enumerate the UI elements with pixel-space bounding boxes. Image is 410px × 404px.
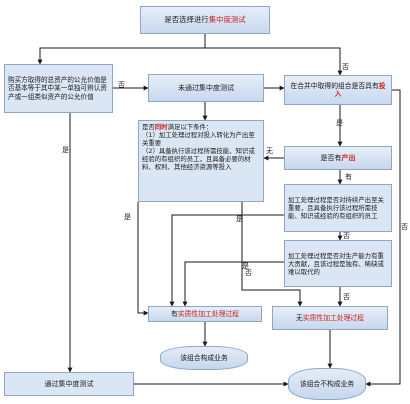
notpass-test-box: 未通过集中度测试 — [148, 74, 264, 102]
process-capacity-box: 加工处理过程是否对生产能力有重大贡献，且该过程是独有、稀缺或难以取代的 — [284, 240, 392, 287]
top-highlight: 集中度测试 — [208, 15, 246, 25]
label-yes-conditions: 是 — [124, 213, 131, 221]
label-no-top: 否 — [342, 63, 349, 71]
label-yes-input: 是 — [336, 119, 343, 127]
asset-fair-value-box: 购买方取得的总资产的公允价值是否基本等于其中某一单独可辨认资产或一组类似资产的公… — [4, 64, 113, 113]
label-no-process2: 否 — [343, 293, 350, 301]
substantive-process-no-box: 无实质性加工处理过程 — [272, 306, 388, 330]
label-none-output: 无 — [266, 147, 273, 155]
edge-process1-to-subyes — [169, 214, 284, 307]
label-no-process1: 否 — [343, 232, 350, 240]
subno-highlight: 实质性加工处理过程 — [302, 313, 364, 322]
output-highlight: 产出 — [341, 153, 356, 162]
top-text: 是否选择进行 — [164, 15, 209, 25]
conditions-box: 是否同时满足以下条件： （1）加工处理过程对投入转化为产出至关重要 （2）具备执… — [138, 120, 264, 202]
edge-input-to-notbusiness — [365, 89, 401, 387]
subno-prefix: 无 — [296, 313, 303, 322]
edge-top-split — [37, 34, 206, 65]
notpass-text: 未通过 — [178, 83, 199, 92]
substantive-process-yes-box: 有实质性加工处理过程 — [148, 306, 262, 322]
edge-conditions-to-subyes — [137, 202, 149, 316]
label-yes-process2: 是 — [242, 262, 249, 270]
conditions-prefix: 是否 — [142, 123, 155, 131]
notpass-highlight: 集中度测试 — [199, 83, 234, 92]
pass-highlight: 集中度测试 — [58, 379, 94, 388]
label-no-asset: 否 — [118, 81, 125, 89]
label-yes-asset: 是 — [62, 146, 69, 154]
has-input-box: 在合并中取得的组合是否具有投入 — [284, 75, 392, 105]
subyes-prefix: 有 — [171, 309, 178, 318]
label-yes-process1: 是 — [236, 215, 243, 223]
process2-text: 加工处理过程是否对生产能力有重大贡献，且该过程是独有、稀缺或难以取代的 — [288, 251, 384, 276]
label-no-conditions: 否 — [245, 269, 252, 277]
edge-top-to-input — [205, 47, 343, 76]
not-business-text: 该组合不构成业务 — [299, 379, 355, 388]
has-output-box: 是否有产出 — [284, 146, 392, 170]
input-highlight: 投入 — [334, 81, 386, 98]
asset-text: 购买方取得的总资产的公允价值是否基本等于其中某一单独可辨认资产或一组类似资产的公… — [8, 76, 107, 101]
is-business-oval: 该组合构成业务 — [160, 346, 248, 370]
condition-1: （1）加工处理过程对投入转化为产出至关重要 — [142, 131, 255, 147]
output-text: 是否有 — [320, 153, 342, 162]
process-continuous-output-box: 加工处理过程是否对持续产出至关重要，且具备执行该过程所需技能、知识或经验的有组织… — [284, 184, 392, 232]
edge-conditions-to-subno — [241, 202, 303, 307]
subyes-highlight: 实质性加工处理过程 — [177, 309, 239, 318]
label-no-input: 否 — [401, 223, 408, 231]
is-business-text: 该组合构成业务 — [180, 353, 228, 362]
pass-text: 通过 — [44, 379, 59, 388]
not-business-oval: 该组合不构成业务 — [288, 368, 366, 400]
input-text: 在合并中取得的组合是否具有 — [290, 81, 379, 90]
pass-test-box: 通过集中度测试 — [4, 372, 134, 396]
conditions-suffix: 满足以下条件： — [167, 123, 213, 131]
edge-process2-to-subyes — [182, 261, 284, 307]
label-have-output: 有 — [345, 173, 352, 181]
decision-concentration-test: 是否选择进行集中度测试 — [140, 6, 270, 34]
condition-2: （2）具备执行该过程所需技能、知识或经验的有组织的员工，且具备必要的材料、权利、… — [142, 147, 255, 171]
process1-text: 加工处理过程是否对持续产出至关重要，且具备执行该过程所需技能、知识或经验的有组织… — [288, 196, 384, 220]
conditions-highlight: 同时 — [154, 123, 168, 131]
